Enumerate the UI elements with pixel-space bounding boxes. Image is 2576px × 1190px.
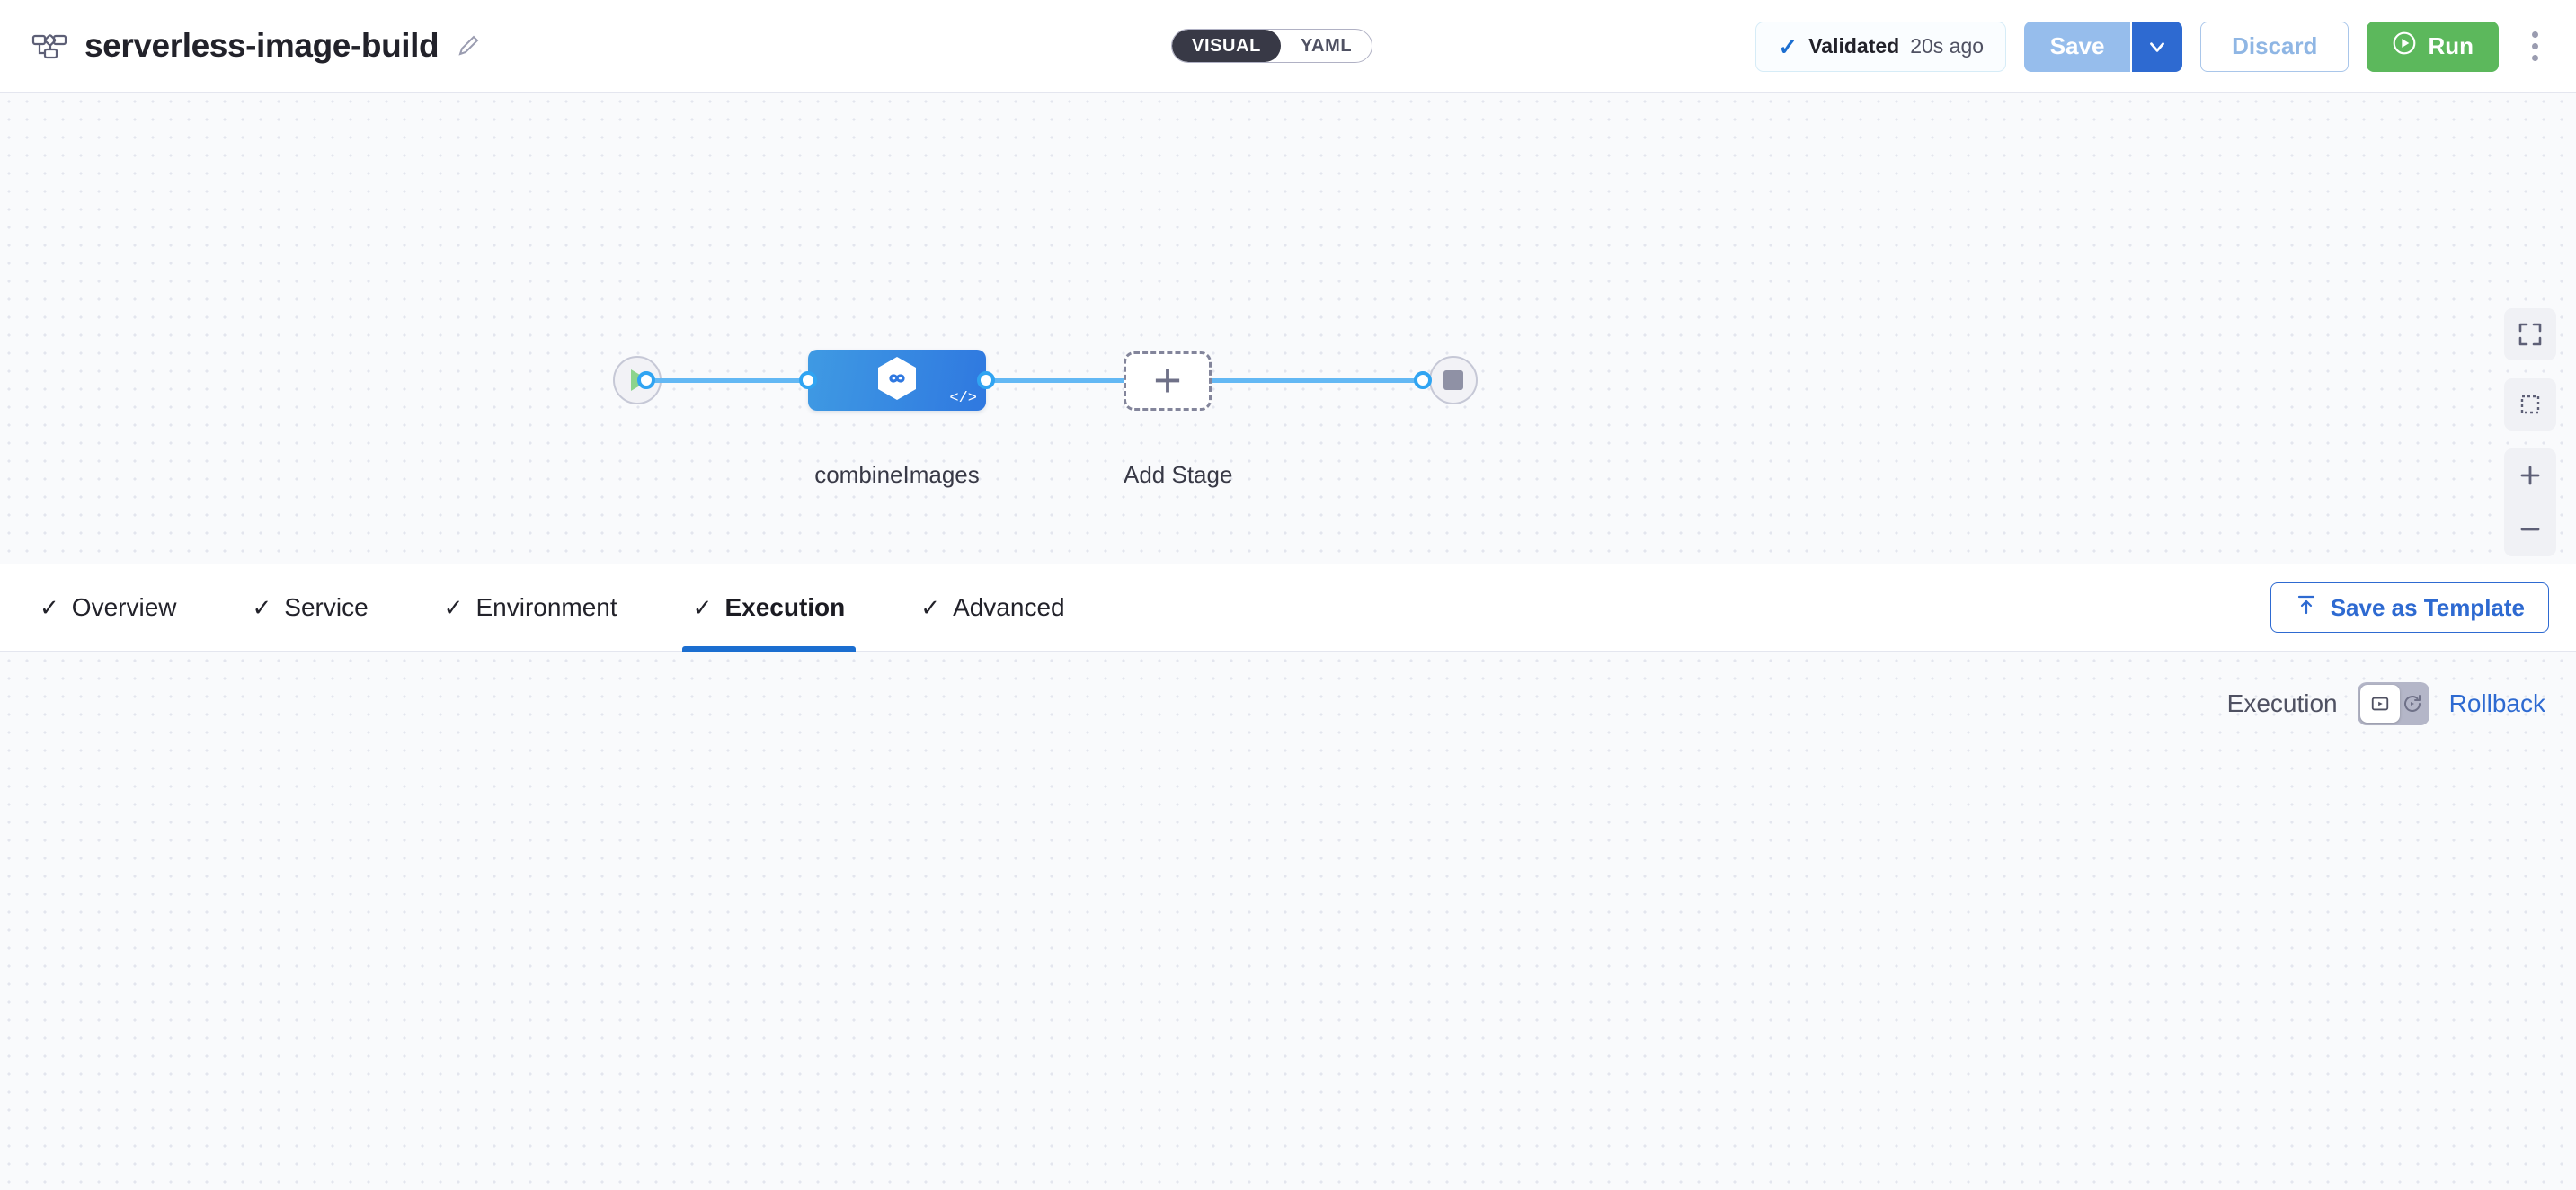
- tab-visual[interactable]: VISUAL: [1172, 30, 1281, 62]
- execution-mode-switch[interactable]: [2357, 682, 2429, 725]
- header-actions: ✓ Validated 20s ago Save Discard Run: [1755, 0, 2553, 93]
- pipeline-icon: [31, 27, 68, 65]
- run-label: Run: [2428, 32, 2474, 59]
- kebab-menu-icon[interactable]: [2517, 22, 2553, 72]
- title-block: serverless-image-build: [31, 27, 482, 65]
- fit-to-screen-icon[interactable]: [2504, 308, 2556, 360]
- execution-label: Execution: [2226, 689, 2338, 717]
- tab-service[interactable]: ✓ Service: [253, 564, 369, 652]
- check-icon: ✓: [40, 594, 59, 621]
- template-upload-icon: [2295, 593, 2318, 623]
- tab-label: Service: [284, 593, 369, 621]
- ci-hexagon-infinity-icon: [873, 354, 921, 407]
- stage-card[interactable]: </>: [808, 350, 986, 411]
- pencil-icon[interactable]: [455, 32, 482, 59]
- port-stage-out[interactable]: [977, 371, 995, 389]
- add-stage-button[interactable]: +: [1124, 351, 1212, 411]
- rollback-icon: [2402, 693, 2423, 715]
- run-button[interactable]: Run: [2367, 21, 2499, 72]
- end-node-circle: [1429, 356, 1478, 404]
- link-stage-to-addstage: [986, 378, 1124, 383]
- check-icon: ✓: [443, 594, 464, 621]
- code-badge: </>: [949, 390, 977, 407]
- tab-label: Advanced: [953, 593, 1065, 621]
- page-title: serverless-image-build: [84, 27, 440, 64]
- play-circle-icon: [2392, 31, 2417, 62]
- save-split-button[interactable]: Save: [2024, 21, 2183, 72]
- stage-config-tabs[interactable]: ✓ Overview ✓ Service ✓ Environment ✓ Exe…: [0, 564, 2576, 652]
- port-stage-in[interactable]: [799, 371, 817, 389]
- tab-label: Environment: [475, 593, 617, 621]
- tab-execution[interactable]: ✓ Execution: [681, 564, 856, 652]
- stage-label: combineImages: [814, 461, 980, 488]
- zoom-in-icon[interactable]: [2504, 448, 2556, 502]
- tab-environment[interactable]: ✓ Environment: [444, 564, 617, 652]
- app-header: serverless-image-build VISUAL YAML ✓ Val…: [0, 0, 2576, 93]
- marquee-select-icon[interactable]: [2504, 378, 2556, 431]
- zoom-controls[interactable]: [2504, 448, 2556, 556]
- chevron-down-icon[interactable]: [2130, 21, 2183, 72]
- validated-time: 20s ago: [1910, 34, 1985, 58]
- check-icon: ✓: [692, 594, 713, 621]
- link-start-to-stage: [646, 378, 808, 383]
- stage-node-combineimages[interactable]: </>: [808, 350, 986, 411]
- save-as-template-button[interactable]: Save as Template: [2270, 582, 2549, 633]
- save-button[interactable]: Save: [2024, 21, 2131, 72]
- check-icon: ✓: [252, 594, 272, 621]
- rollback-label[interactable]: Rollback: [2448, 689, 2545, 717]
- stop-icon: [1443, 370, 1463, 390]
- tab-overview[interactable]: ✓ Overview: [40, 564, 177, 652]
- tab-yaml[interactable]: YAML: [1300, 35, 1353, 56]
- check-icon: ✓: [1778, 32, 1799, 60]
- execution-icon: [2359, 685, 2400, 723]
- port-end-in[interactable]: [1414, 371, 1432, 389]
- link-addstage-to-end: [1212, 378, 1423, 383]
- add-stage-label: Add Stage: [1124, 461, 1233, 488]
- view-mode-toggle[interactable]: VISUAL YAML: [1171, 29, 1373, 63]
- plus-icon: +: [1153, 353, 1182, 408]
- execution-steps-canvas[interactable]: Execution Rollback: [0, 652, 2576, 1190]
- discard-button[interactable]: Discard: [2200, 21, 2349, 72]
- port-start-out[interactable]: [637, 371, 655, 389]
- save-as-template-label: Save as Template: [2330, 593, 2525, 621]
- tab-advanced[interactable]: ✓ Advanced: [920, 564, 1064, 652]
- tab-label: Execution: [724, 593, 846, 621]
- canvas-controls[interactable]: [2504, 308, 2556, 556]
- pipeline-stage-canvas[interactable]: </> combineImages + Add Stage: [0, 93, 2576, 564]
- validated-label: Validated: [1808, 34, 1900, 58]
- tab-label: Overview: [71, 593, 177, 621]
- zoom-out-icon[interactable]: [2504, 502, 2556, 556]
- pipeline-end-node: [1429, 356, 1478, 404]
- execution-rollback-toggle[interactable]: Execution Rollback: [2227, 682, 2545, 725]
- check-icon: ✓: [920, 594, 941, 621]
- status-badge: ✓ Validated 20s ago: [1755, 21, 2007, 72]
